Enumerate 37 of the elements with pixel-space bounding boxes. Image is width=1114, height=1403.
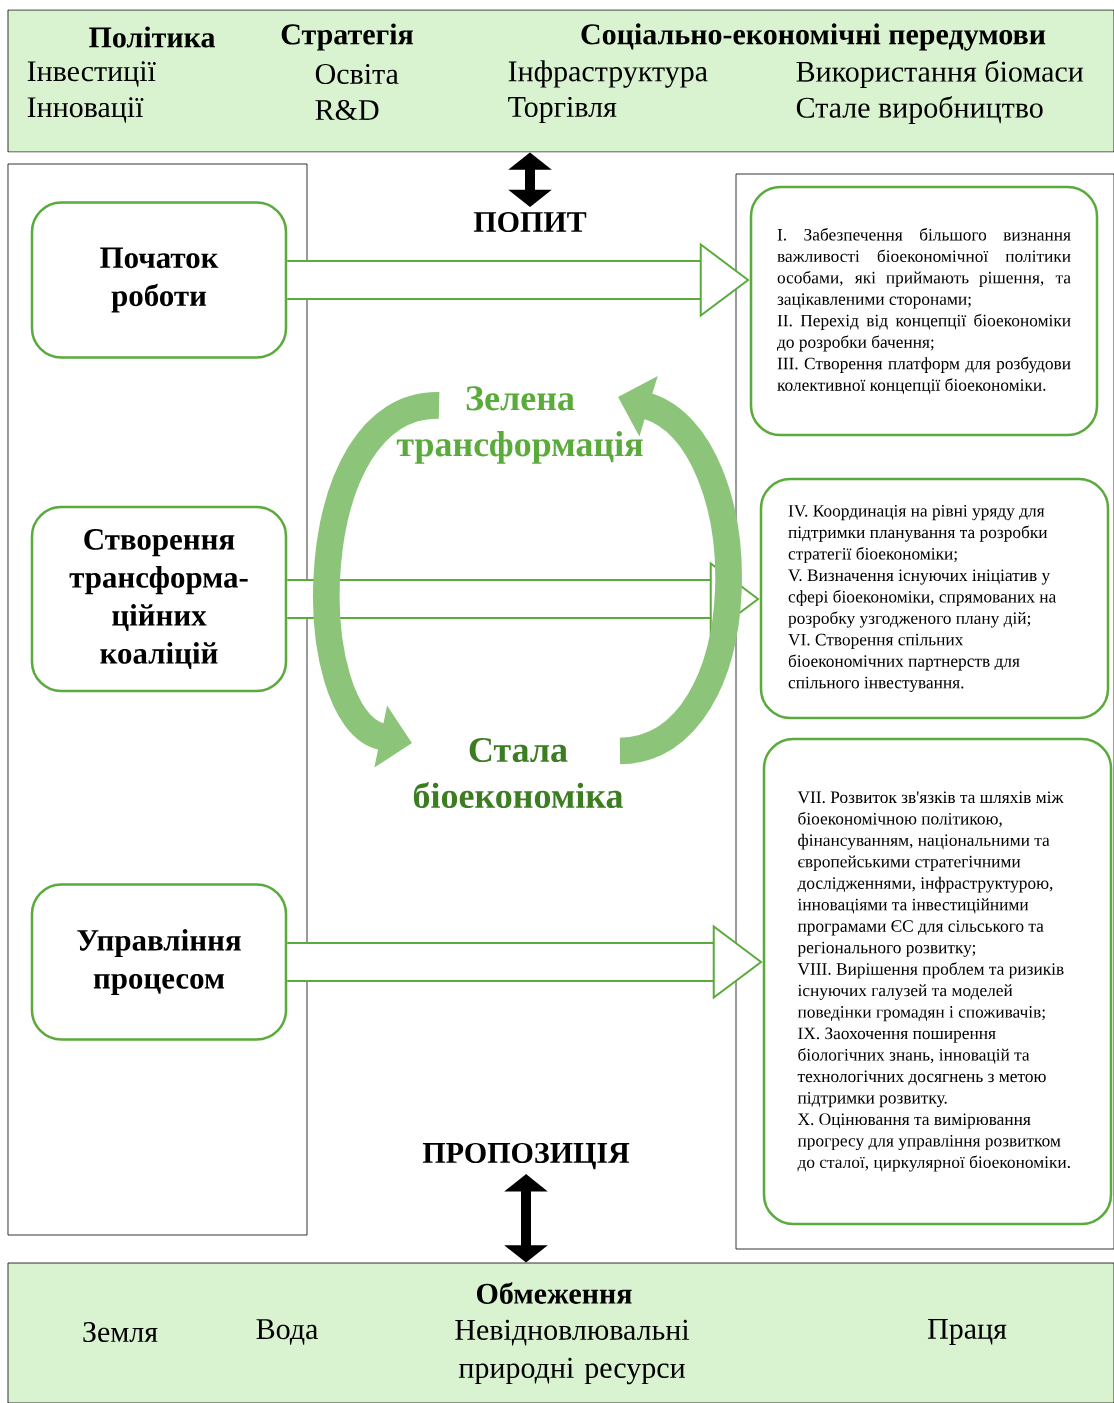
list-item: Використання біомаси [796,60,1084,88]
stage-label: Стала біоекономіка [413,737,623,809]
list-item: VIII. Вирішення проблем та ризиків існуючих галузей та моделей поведінки громадян і споживачів; [797,962,1064,1022]
list-item: VII. Розвиток зв'язків та шляхів між біоекономічною політикою, фінансуванням, національними та європейськими стратегічними дослідженнями, інфраструктурою, інноваціями та інвестиційними програмами ЄС для сільського та регіонального розвитку; [797,791,1064,957]
column-heading: Обмеження [477,1282,632,1304]
list-item: I. Забезпечення більшого визнання важливості біоекономічної політики особами, які приймають рішення, та зацікавленими сторонами; [777,228,1071,309]
list-item: R&D [315,99,379,121]
process-box: Початок роботи [30,201,288,359]
text-box [759,477,1110,720]
panel-frame [7,163,308,1236]
list-item: V. Визначення існуючих ініціатив у сфері біоекономіки, спрямованих на розробку узгодженого плану дій; [788,569,1057,628]
list-item: Освіта [315,63,399,85]
column-heading: Соціально-економічні передумови [581,23,1046,51]
side-label: ПОПИТ [473,211,587,233]
list-item: X. Оцінювання та вимірювання прогресу для управління розвитком до сталої, циркулярної біоекономіки. [797,1113,1070,1172]
list-item: II. Перехід від концепції біоекономіки до розробки бачення; [777,313,1071,352]
text-box [749,185,1099,437]
text-box [762,737,1113,1226]
list-item: Невідновлювальні природні ресурси [455,1319,690,1385]
list-item: III. Створення платформ для розбудови колективної концепції біоекономіки. [777,356,1071,394]
process-box: Створення трансформа- ційних коаліцій [30,505,288,693]
list-item: Стале виробництво [796,96,1043,124]
list-item: VI. Створення спільних біоекономічних партнерств для спільного інвестування. [788,633,1020,692]
list-item: Праця [927,1319,1007,1345]
stage-label: Зелена трансформація [396,386,643,464]
process-box: Управління процесом [30,883,288,1041]
side-label: ПРОПОЗИЦІЯ [422,1142,630,1170]
list-item: Інновації [27,97,144,123]
list-item: Вода [256,1319,318,1345]
list-item: IX. Заохочення поширення біологічних знань, інновацій та технологічних досягнень з метою підтримки розвитку. [797,1027,1046,1108]
list-item: Інфраструктура [508,60,708,88]
list-item: IV. Координація на рівні уряду для підтримки планування та розробки стратегії біоекономіки; [788,505,1048,564]
list-item: Торгівля [508,96,617,124]
column-heading: Стратегія [281,23,413,51]
list-item: Земля [83,1321,158,1343]
column-heading: Політика [89,26,216,48]
list-item: Інвестиції [27,61,156,87]
